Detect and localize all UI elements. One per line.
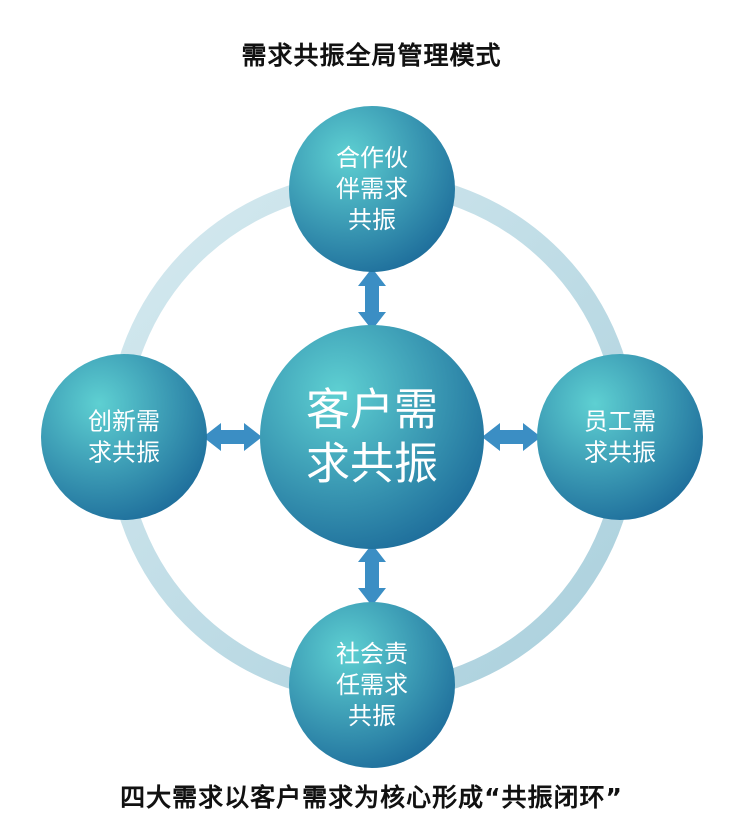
- arrow-left: [203, 423, 262, 451]
- arrow-top: [358, 268, 386, 330]
- node-bottom-circle: [289, 602, 455, 768]
- node-top-circle: [289, 106, 455, 272]
- node-top-label-line: 合作伙: [336, 144, 408, 172]
- node-top-label-line: 伴需求: [336, 175, 408, 203]
- node-top-label-line: 共振: [348, 206, 396, 234]
- node-bottom-label-line: 共振: [348, 702, 396, 730]
- node-center-label-line: 客户需: [306, 385, 438, 436]
- node-left-label-line: 求共振: [88, 439, 160, 467]
- diagram-title: 需求共振全局管理模式: [241, 41, 502, 70]
- node-right-label-line: 求共振: [584, 439, 656, 467]
- node-left-circle: [41, 354, 207, 520]
- node-center-circle: [260, 325, 484, 549]
- node-right-label-line: 员工需: [584, 408, 656, 436]
- arrow-bottom: [358, 544, 386, 606]
- arrows: [203, 268, 541, 606]
- node-right-circle: [537, 354, 703, 520]
- node-bottom-label-line: 任需求: [336, 671, 408, 699]
- node-bottom-label-line: 社会责: [336, 640, 408, 668]
- node-left-label-line: 创新需: [88, 408, 160, 436]
- node-center-label-line: 求共振: [306, 439, 438, 490]
- diagram-caption: 四大需求以客户需求为核心形成“共振闭环”: [120, 783, 623, 812]
- arrow-right: [482, 423, 541, 451]
